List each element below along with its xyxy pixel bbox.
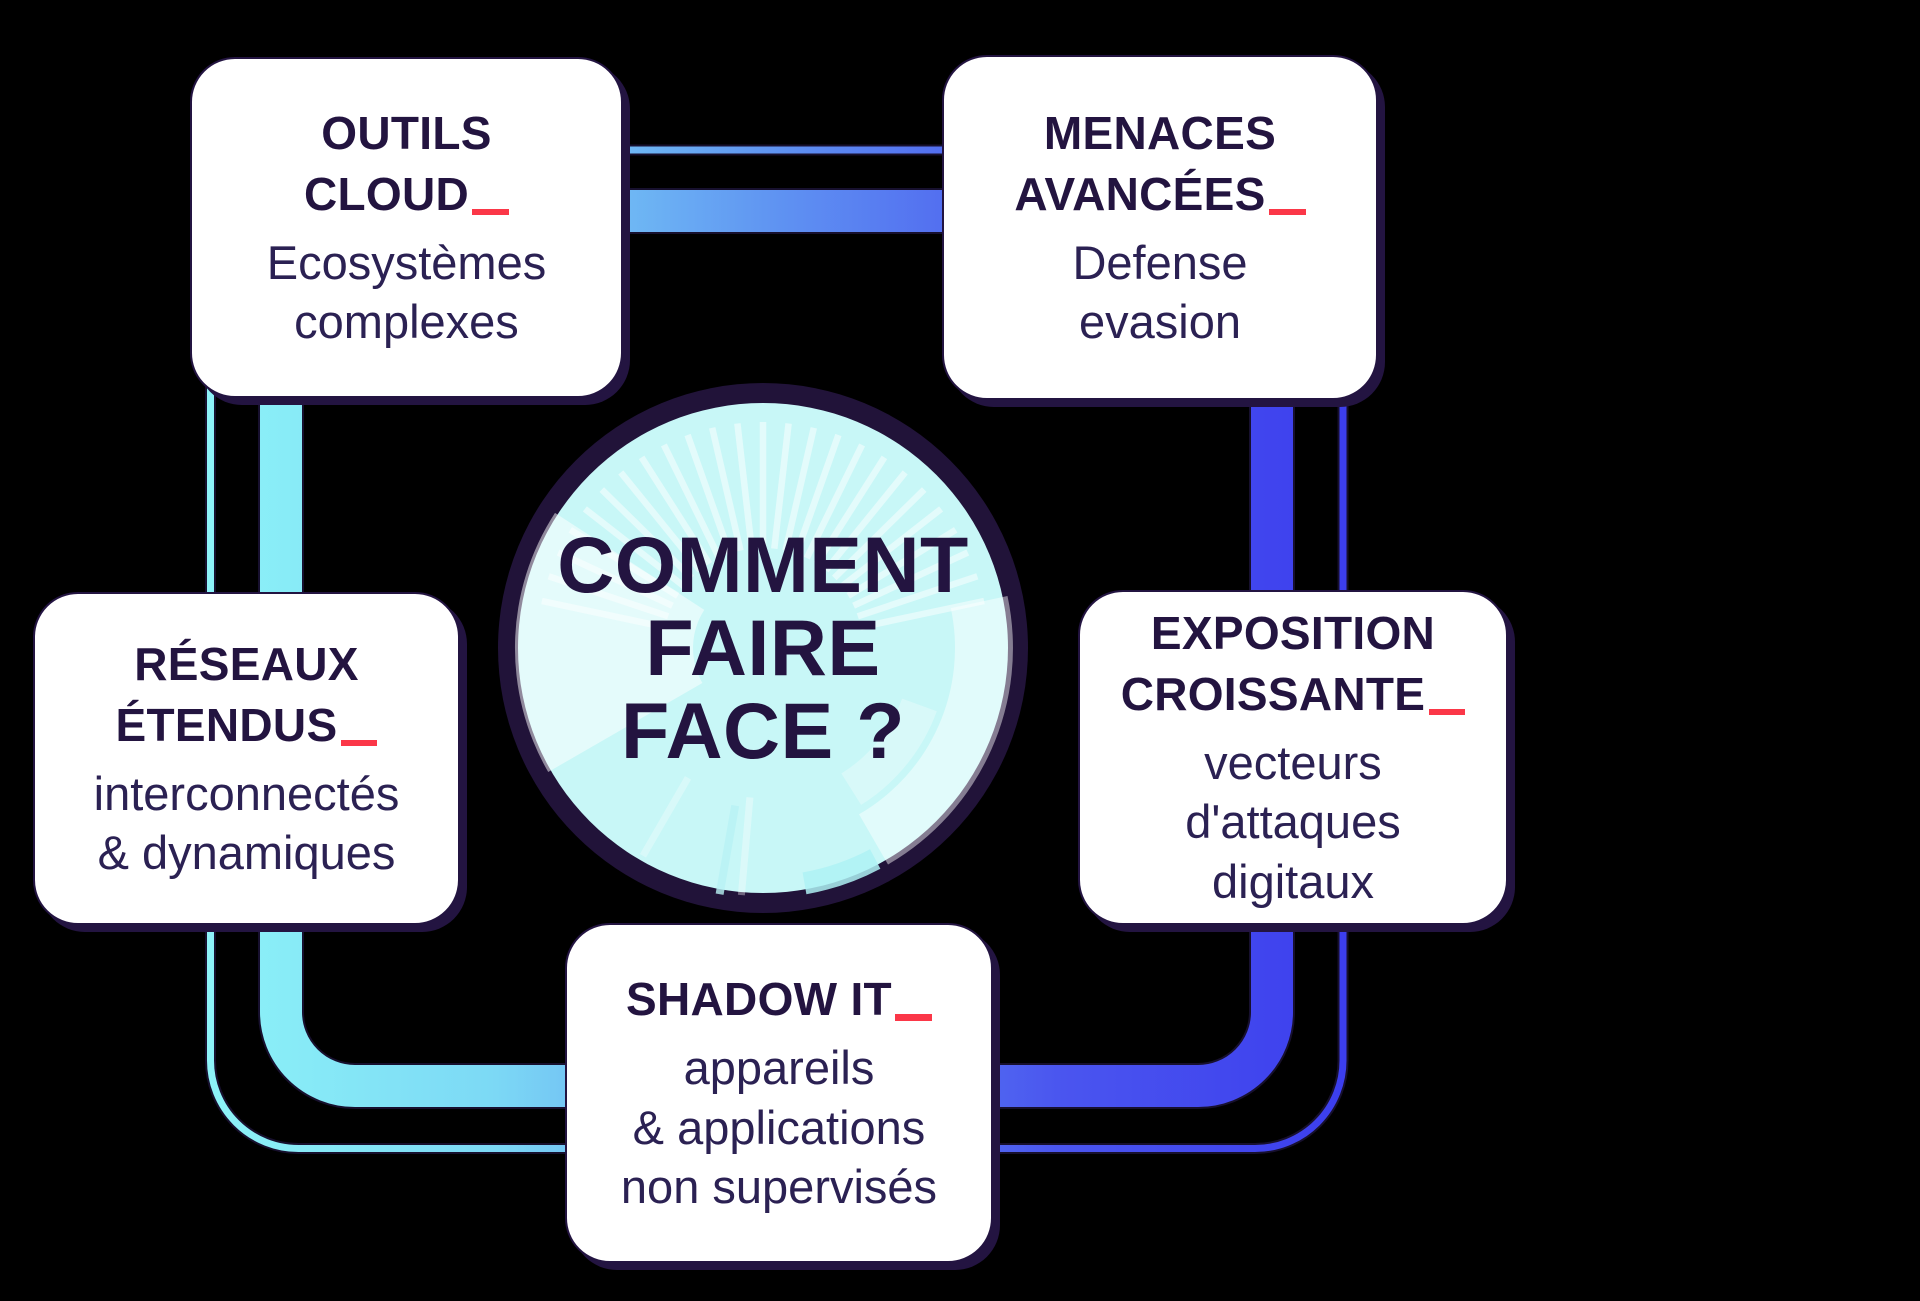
card-title-line1: SHADOW IT: [626, 969, 932, 1030]
gauge-sector-cyan: [802, 849, 881, 895]
red-underscore: [895, 1014, 932, 1021]
card-subtitle: vecteurs d'attaques digitaux: [1185, 735, 1401, 909]
card-title-line2: CLOUD: [304, 164, 510, 225]
gauge-sector-right: [859, 596, 1013, 865]
card-title-line1: RÉSEAUX: [134, 638, 359, 691]
card-subtitle: appareils & applications non supervisés: [620, 1040, 938, 1214]
red-underscore: [340, 739, 378, 747]
card-reseaux-etendus: RÉSEAUX ÉTENDUS interconnectés & dynamiq…: [33, 592, 460, 925]
gauge-sector-right-inner: [841, 698, 937, 805]
card-menaces-avancees: MENACES AVANCÉES Defense evasion: [942, 55, 1378, 400]
card-subtitle: Ecosystèmes complexes: [266, 235, 547, 349]
card-title-line2: AVANCÉES: [1014, 164, 1306, 225]
card-title: OUTILS CLOUD: [304, 103, 510, 225]
red-underscore: [1428, 709, 1466, 716]
red-underscore: [1268, 208, 1306, 216]
card-title: MENACES AVANCÉES: [1014, 103, 1306, 225]
card-title: EXPOSITION CROISSANTE: [1121, 603, 1466, 724]
card-subtitle: Defense evasion: [1072, 235, 1248, 349]
center-circle: [498, 383, 1028, 913]
card-shadow-it: SHADOW IT appareils & applications non s…: [565, 923, 993, 1263]
card-title-line1: EXPOSITION: [1150, 607, 1436, 660]
card-title-line2: CROISSANTE: [1121, 664, 1466, 725]
center-question-text: COMMENT FAIRE FACE ?: [557, 520, 969, 775]
card-exposition-croissante: EXPOSITION CROISSANTE vecteurs d'attaque…: [1078, 590, 1508, 925]
gauge-rays: [541, 422, 985, 896]
card-title-line1: OUTILS: [321, 107, 492, 160]
card-subtitle: interconnectés & dynamiques: [93, 766, 400, 880]
card-title-line1: MENACES: [1043, 107, 1277, 160]
card-title: RÉSEAUX ÉTENDUS: [116, 634, 378, 755]
red-underscore: [472, 208, 510, 216]
card-title-line2: ÉTENDUS: [116, 695, 378, 756]
card-title: SHADOW IT: [626, 969, 932, 1030]
card-outils-cloud: OUTILS CLOUD Ecosystèmes complexes: [190, 57, 623, 398]
